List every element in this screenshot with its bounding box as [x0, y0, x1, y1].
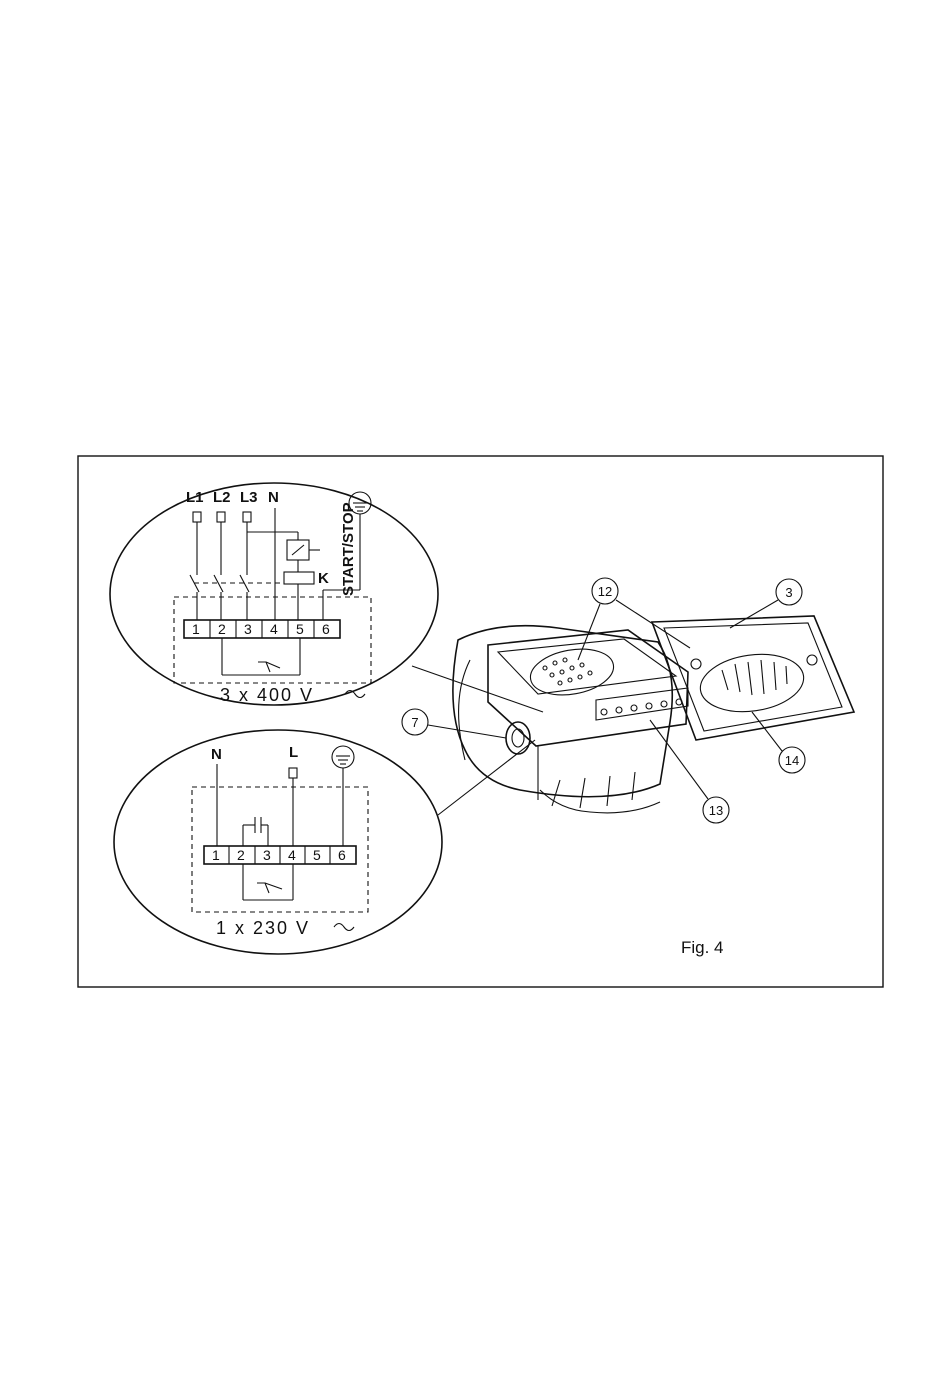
label-n-bottom: N	[211, 746, 222, 763]
three-phase-diagram: L1 L2 L3 N K START/STOP	[110, 483, 438, 705]
terminal-5: 5	[313, 847, 321, 863]
thermal-switch-icon	[257, 883, 269, 893]
svg-text:13: 13	[709, 803, 723, 818]
fuse-icon	[193, 512, 201, 522]
terminal-5: 5	[296, 621, 304, 637]
ac-icon	[345, 691, 365, 698]
terminal-3: 3	[263, 847, 271, 863]
fuse-icon	[289, 768, 297, 778]
svg-text:7: 7	[411, 715, 418, 730]
terminal-3: 3	[244, 621, 252, 637]
terminal-1: 1	[192, 621, 200, 637]
terminal-2: 2	[237, 847, 245, 863]
terminal-1: 1	[212, 847, 220, 863]
fuse-icon	[217, 512, 225, 522]
terminal-box-lid	[652, 616, 854, 740]
terminal-2: 2	[218, 621, 226, 637]
terminal-6: 6	[322, 621, 330, 637]
label-l2: L2	[213, 489, 231, 506]
svg-text:3: 3	[785, 585, 792, 600]
earth-icon	[332, 746, 354, 768]
terminal-6: 6	[338, 847, 346, 863]
callout-12: 12	[578, 578, 690, 660]
terminal-box-drawing	[453, 616, 854, 813]
label-l1: L1	[186, 489, 204, 506]
svg-text:12: 12	[598, 584, 612, 599]
single-phase-diagram: N L 1 2 3 4 5 6	[114, 730, 442, 954]
terminal-4: 4	[270, 621, 278, 637]
label-l: L	[289, 744, 298, 761]
callout-3: 3	[730, 579, 802, 628]
label-start-stop: START/STOP	[340, 502, 357, 596]
terminal-4: 4	[288, 847, 296, 863]
fuse-icon	[243, 512, 251, 522]
ac-icon	[334, 924, 354, 931]
contactor-coil-icon	[284, 572, 314, 584]
svg-text:14: 14	[785, 753, 799, 768]
label-n-top: N	[268, 489, 279, 506]
label-l3: L3	[240, 489, 258, 506]
voltage-three-phase: 3 x 400 V	[220, 685, 314, 705]
voltage-single-phase: 1 x 230 V	[216, 918, 310, 938]
label-k: K	[318, 570, 329, 587]
figure-caption: Fig. 4	[681, 938, 724, 957]
figure-frame	[78, 456, 883, 987]
